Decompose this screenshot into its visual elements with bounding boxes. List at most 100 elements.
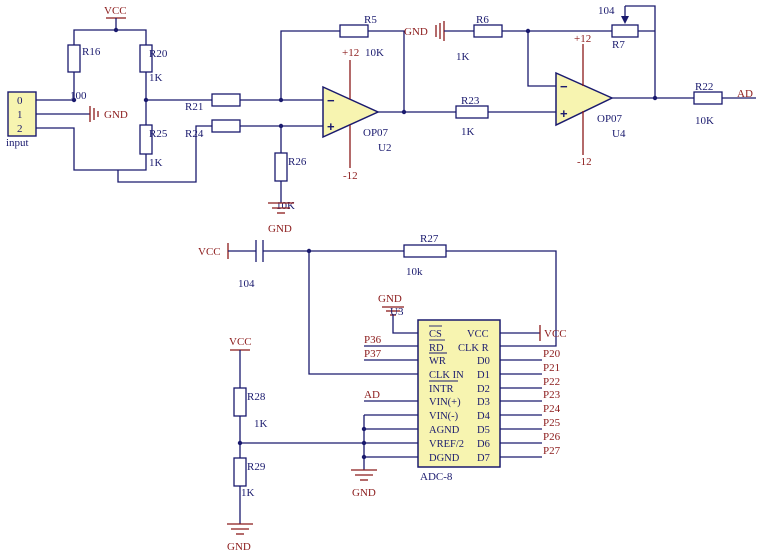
r23-value: 1K (461, 126, 475, 138)
u4-pos-supply: +12 (574, 33, 591, 45)
adc-net-d7: P27 (543, 445, 561, 457)
ad-output-label: AD (737, 88, 753, 100)
adc-pin-wr: WR (429, 356, 446, 367)
resistor-r28: R28 1K (233, 387, 268, 430)
adc-pin-intr: INTR (429, 384, 454, 395)
connector-pin-note: 100 (70, 90, 87, 102)
svg-text:−: − (327, 93, 335, 108)
adc-pin-clk-r: CLK R (458, 343, 489, 354)
r7-ref: R7 (612, 39, 625, 51)
r7-value: 104 (598, 5, 615, 17)
adc-chip: ADC-8 (417, 319, 501, 483)
potentiometer-r7: 104 R7 (598, 5, 656, 51)
r28-ref: R28 (247, 391, 266, 403)
adc-pin-d1: D1 (477, 370, 490, 381)
adc-net-d2: P22 (543, 376, 560, 388)
ground-symbol-top (435, 21, 445, 41)
svg-text:+: + (560, 106, 568, 121)
adc-pin-cs: CS (429, 329, 442, 340)
svg-text:−: − (560, 79, 568, 94)
r28-value: 1K (254, 418, 268, 430)
adc-part: ADC-8 (420, 471, 453, 483)
connector-pin-2: 2 (17, 123, 23, 135)
r5-ref: R5 (364, 14, 377, 26)
r6-ref: R6 (476, 14, 489, 26)
r27-value: 10k (406, 266, 423, 278)
adc-net-d6: P26 (543, 431, 561, 443)
adc-net-d3: P23 (543, 389, 561, 401)
adc-pin-dgnd: DGND (429, 453, 460, 464)
ground-symbol-adc-bottom: GND (351, 469, 377, 499)
vcc-label-adc: VCC (544, 328, 567, 340)
r6-value: 1K (456, 51, 470, 63)
vcc-label-cap: VCC (198, 246, 221, 258)
r25-ref: R25 (149, 128, 168, 140)
r26-ref: R26 (288, 156, 307, 168)
resistor-r23: R23 1K (455, 95, 489, 138)
adc-pin-vref: VREF/2 (429, 439, 464, 450)
adc-ref: U3 (390, 306, 404, 318)
u2-pos-supply: +12 (342, 47, 359, 59)
resistor-r27: R27 10k (403, 233, 447, 278)
u4-ref: U4 (612, 128, 626, 140)
r25-value: 1K (149, 157, 163, 169)
resistor-r21: R21 (185, 93, 241, 113)
adc-net-wr: P37 (364, 348, 382, 360)
u2-part: OP07 (363, 127, 389, 139)
adc-pin-rd: RD (429, 343, 444, 354)
vcc-label-top: VCC (104, 5, 127, 17)
r23-ref: R23 (461, 95, 480, 107)
adc-pin-d4: D4 (477, 411, 491, 422)
u2-neg-supply: -12 (343, 170, 358, 182)
vcc-bridge-top: VCC (104, 5, 127, 30)
resistor-r22: R22 10K (693, 81, 723, 127)
vcc-label-vref: VCC (229, 336, 252, 348)
adc-pin-clk-in: CLK IN (429, 370, 464, 381)
adc-net-d5: P25 (543, 417, 561, 429)
r21-ref: R21 (185, 101, 203, 113)
ground-symbol-r26: GND (268, 202, 294, 235)
gnd-label-vref: GND (227, 541, 251, 553)
r5-value: 10K (365, 47, 384, 59)
r29-value: 1K (241, 487, 255, 499)
resistor-r24: R24 (185, 119, 241, 140)
resistor-r5: R5 10K (339, 14, 384, 59)
r16-ref: R16 (82, 46, 101, 58)
r24-ref: R24 (185, 128, 204, 140)
adc-pin-agnd: AGND (429, 425, 460, 436)
input-connector: 0 1 2 input (6, 91, 37, 149)
adc-net-d1: P21 (543, 362, 560, 374)
r29-ref: R29 (247, 461, 266, 473)
resistor-r29: R29 1K (233, 457, 266, 499)
r22-ref: R22 (695, 81, 713, 93)
gnd-label-top: GND (404, 26, 428, 38)
r26-value: 10K (276, 200, 295, 212)
adc-pin-vin-neg: VIN(-) (429, 411, 459, 422)
r22-value: 10K (695, 115, 714, 127)
svg-text:+: + (327, 119, 335, 134)
opamp-u2: − + OP07 U2 (322, 85, 391, 154)
r27-ref: R27 (420, 233, 439, 245)
connector-pin-1: 1 (17, 109, 23, 121)
adc-pin-d2: D2 (477, 384, 490, 395)
resistor-r16: R16 (67, 44, 101, 73)
r20-value: 1K (149, 72, 163, 84)
r20-ref: R20 (149, 48, 168, 60)
adc-pin-vcc: VCC (467, 329, 489, 340)
vcc-vref: VCC (229, 336, 252, 351)
gnd-label-input: GND (104, 109, 128, 121)
gnd-label-r26: GND (268, 223, 292, 235)
ground-symbol-adc-cs: GND (378, 293, 404, 316)
adc-net-vin: AD (364, 389, 380, 401)
capacitor-104: 104 (238, 240, 264, 290)
adc-pin-d0: D0 (477, 356, 490, 367)
resistor-r6: R6 1K (456, 14, 503, 63)
connector-label: input (6, 137, 29, 149)
gnd-label-adc-top: GND (378, 293, 402, 305)
resistor-r26: R26 10K (274, 152, 307, 212)
capacitor-value: 104 (238, 278, 255, 290)
resistor-r25: R25 1K (139, 124, 168, 169)
u4-neg-supply: -12 (577, 156, 592, 168)
connector-pin-0: 0 (17, 95, 23, 107)
